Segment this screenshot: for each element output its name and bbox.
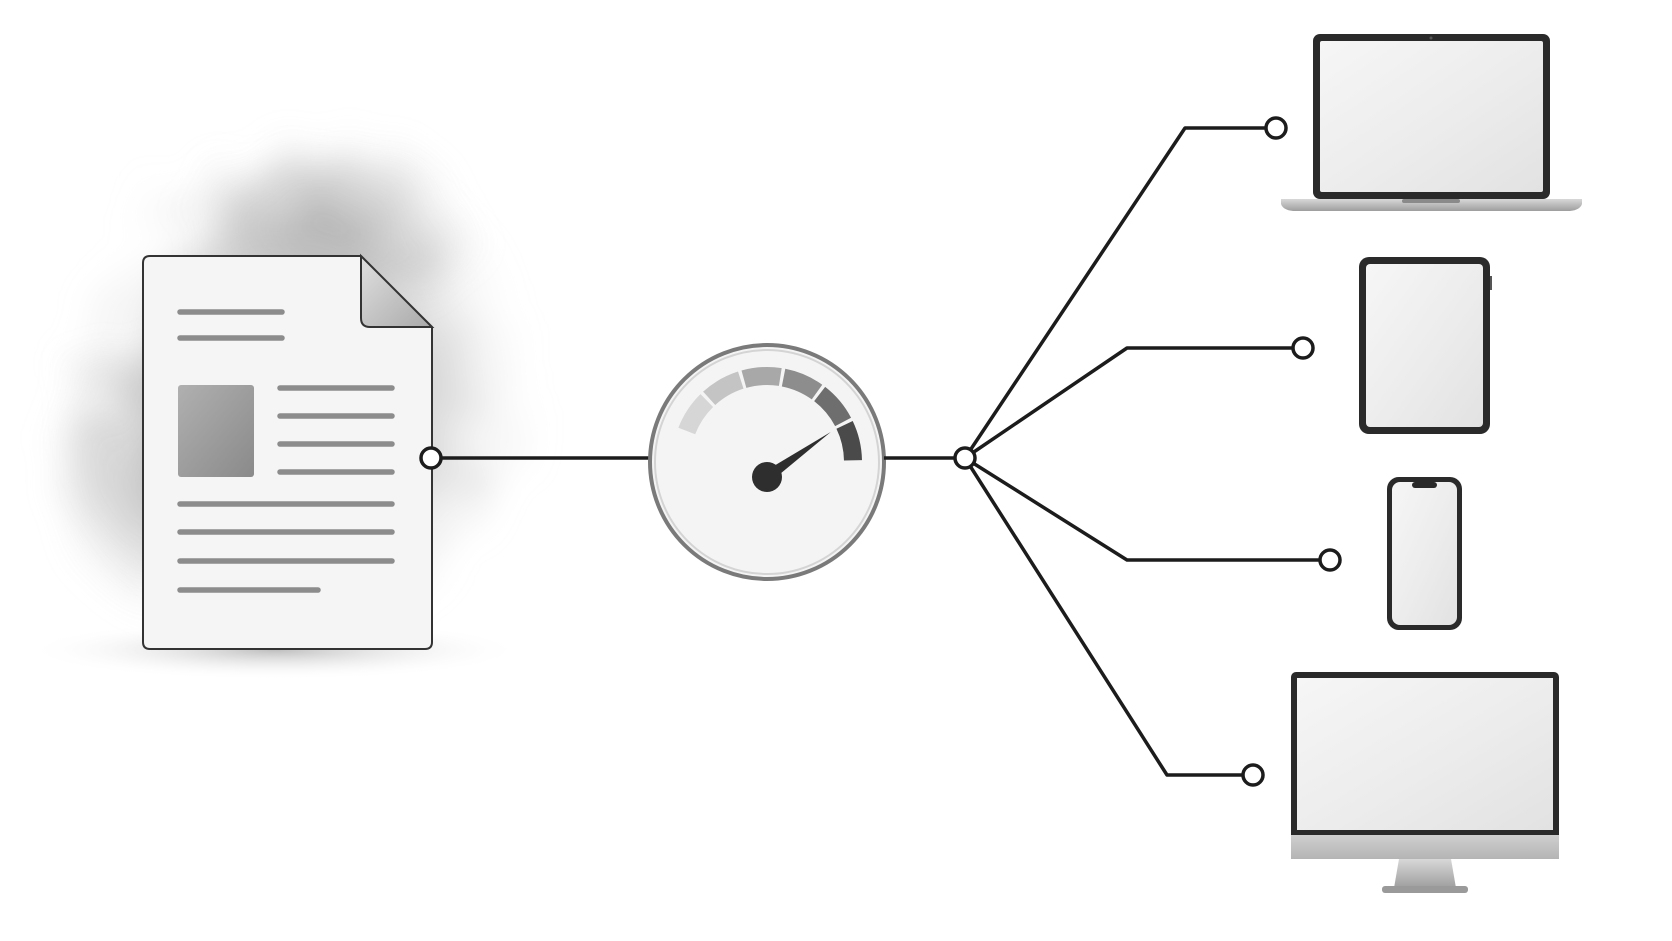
gauge-needle: [752, 432, 831, 492]
gauge-segment: [836, 421, 862, 461]
needle-pointer: [763, 432, 831, 482]
gauge-segment: [703, 371, 744, 405]
document-text-lines: [177, 309, 395, 593]
hub-node: [953, 446, 977, 470]
branch-tablet: [964, 346, 1293, 460]
document-image-placeholder: [178, 385, 254, 477]
phone-icon: [1387, 477, 1462, 630]
device-branches: [963, 126, 1320, 777]
connector-node: [419, 446, 443, 470]
desktop-monitor-icon: [1291, 672, 1559, 893]
device-connector-nodes: [1241, 116, 1342, 787]
tablet-icon: [1359, 257, 1492, 434]
branch-laptop: [963, 126, 1266, 459]
connector-document-gauge: [419, 446, 655, 470]
gauge-scale: [678, 367, 862, 461]
laptop-node: [1264, 116, 1288, 140]
branch-desktop: [963, 457, 1243, 777]
gauge-segment: [814, 386, 852, 427]
speedometer-icon: [648, 343, 886, 581]
desktop-node: [1241, 763, 1265, 787]
gauge-segment: [781, 368, 823, 400]
tablet-node: [1291, 336, 1315, 360]
branch-phone: [964, 456, 1320, 562]
needle-hub: [752, 462, 782, 492]
gauge-segment: [741, 367, 782, 388]
gauge-segment: [678, 394, 714, 435]
document-icon: [142, 253, 435, 650]
phone-node: [1318, 548, 1342, 572]
laptop-icon: [1281, 34, 1582, 211]
